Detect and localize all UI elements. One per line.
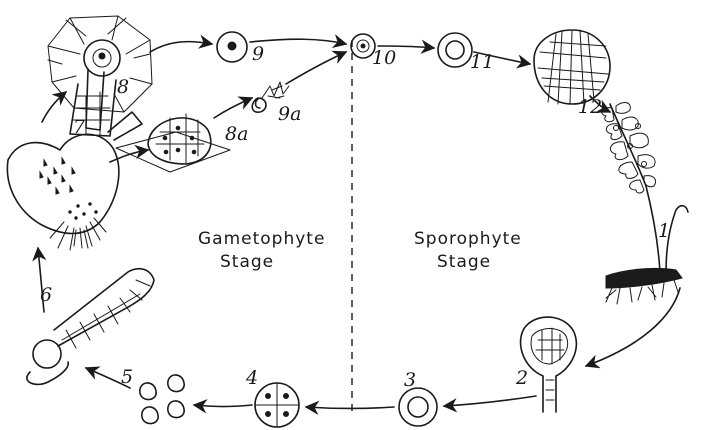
sporophyte-stage-label: Sporophyte — [414, 229, 522, 249]
arrow-9-to-10 — [250, 39, 346, 44]
archegonium — [48, 16, 152, 140]
label-2: 2 — [515, 367, 528, 389]
label-9: 9 — [252, 43, 264, 65]
separated-spores — [140, 375, 184, 424]
label-8: 8 — [117, 76, 129, 98]
label-8a: 8a — [225, 123, 248, 145]
label-12: 12 — [578, 96, 602, 118]
arrow-7-to-8 — [42, 92, 66, 122]
label-6: 6 — [40, 284, 52, 306]
arrow-2-to-3 — [444, 396, 536, 406]
label-10: 10 — [372, 47, 396, 69]
spore-tetrad — [255, 383, 299, 427]
antheridium — [116, 114, 230, 172]
spore-3 — [399, 388, 437, 426]
fern-plant — [602, 103, 688, 304]
label-4: 4 — [245, 367, 258, 389]
gametophyte-stage-label: Gametophyte — [198, 229, 325, 249]
label-7: 7 — [73, 116, 86, 138]
arrow-3-to-4 — [306, 407, 394, 409]
zygote-11 — [438, 33, 472, 67]
label-5: 5 — [121, 366, 133, 388]
gametophyte-stage-label-2: Stage — [220, 252, 274, 272]
label-3: 3 — [404, 369, 416, 391]
label-11: 11 — [470, 51, 494, 73]
label-9a: 9a — [278, 103, 301, 125]
arrow-8-to-9 — [150, 42, 212, 52]
arrow-8a-to-9a — [214, 98, 252, 118]
embryo — [534, 30, 610, 104]
arrow-4-to-5 — [194, 405, 252, 407]
sporophyte-stage-label-2: Stage — [437, 252, 491, 272]
egg — [217, 32, 247, 62]
arrow-9a-to-10 — [286, 52, 346, 84]
prothallium — [7, 134, 118, 250]
arrow-1-to-2 — [586, 288, 680, 366]
label-1: 1 — [658, 220, 670, 242]
